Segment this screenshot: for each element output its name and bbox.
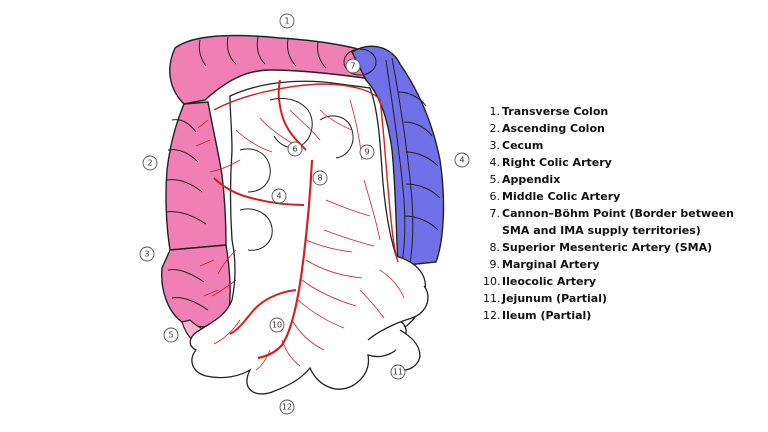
legend-number: 5. [489,173,501,186]
callout-number: 2 [147,159,152,168]
legend-item: 1.Transverse Colon [483,103,743,120]
legend-item: 12.Ileum (Partial) [483,307,743,324]
legend-label: Jejunum (Partial) [502,292,607,305]
callout-number: 12 [282,403,292,412]
callout-number: 4 [459,156,464,165]
ileocolic-artery [229,289,297,335]
legend-number: 3. [489,139,501,152]
legend-item: 7.Cannon–Böhm Point (Border between SMA … [483,205,743,239]
arcade-vessels [195,99,405,371]
legend-label: Ascending Colon [502,122,605,135]
legend-item: 6.Middle Colic Artery [483,188,743,205]
callout-9: 9 [359,144,375,160]
callout-2: 2 [142,155,158,171]
legend-number: 8. [489,241,501,254]
legend-item: 2.Ascending Colon [483,120,743,137]
legend-number: 4. [489,156,501,169]
callout-number: 6 [292,145,297,154]
callout-number: 11 [393,368,403,377]
cecum [161,244,231,328]
callout-number: 4 [276,192,281,201]
legend-label: Right Colic Artery [502,156,612,169]
legend-label: Transverse Colon [502,105,609,118]
superior-mesenteric-artery [257,159,314,360]
legend-label: Cannon–Böhm Point (Border between SMA an… [502,207,734,237]
descending-colon [351,45,445,267]
callout-number: 7 [350,62,355,71]
callout-3: 3 [139,246,155,262]
right-colic-artery [213,177,305,206]
legend-item: 8.Superior Mesenteric Artery (SMA) [483,239,743,256]
callout-6: 6 [287,141,303,157]
legend-item: 5.Appendix [483,171,743,188]
legend-item: 11.Jejunum (Partial) [483,290,743,307]
callout-number: 1 [284,17,289,26]
legend-item: 10.Ileocolic Artery [483,273,743,290]
marginal-artery [213,83,399,263]
callout-number: 9 [364,148,369,157]
legend: 1.Transverse Colon 2.Ascending Colon 3.C… [483,103,743,324]
legend-label: Marginal Artery [502,258,600,271]
legend-item: 4.Right Colic Artery [483,154,743,171]
legend-label: Superior Mesenteric Artery (SMA) [502,241,713,254]
ascending-colon [165,101,227,251]
callout-11: 11 [390,364,406,380]
callout-4-left: 4 [271,188,287,204]
pink-haustra [165,36,327,311]
callout-number: 10 [272,321,282,330]
legend-number: 6. [489,190,501,203]
callout-4-right: 4 [454,152,470,168]
callout-7: 7 [345,58,361,74]
legend-number: 9. [489,258,501,271]
arteries [195,79,405,371]
callout-number: 5 [168,331,173,340]
legend-number: 11. [483,292,501,305]
legend-number: 1. [489,105,501,118]
legend-number: 2. [489,122,501,135]
legend-number: 7. [489,207,501,220]
legend-item: 9.Marginal Artery [483,256,743,273]
callout-5: 5 [163,327,179,343]
callout-1: 1 [279,13,295,29]
blue-haustra [385,57,441,265]
callout-8: 8 [312,170,328,186]
legend-label: Middle Colic Artery [502,190,621,203]
legend-item: 3.Cecum [483,137,743,154]
callout-10: 10 [269,317,285,333]
legend-label: Cecum [502,139,544,152]
legend-label: Appendix [502,173,561,186]
legend-number: 12. [483,309,501,322]
legend-number: 10. [483,275,501,288]
callout-12: 12 [279,399,295,415]
legend-label: Ileum (Partial) [502,309,592,322]
legend-label: Ileocolic Artery [502,275,597,288]
callout-number: 3 [144,250,149,259]
cannon-bohm-point-marker [343,48,377,76]
callout-number: 8 [317,174,322,183]
